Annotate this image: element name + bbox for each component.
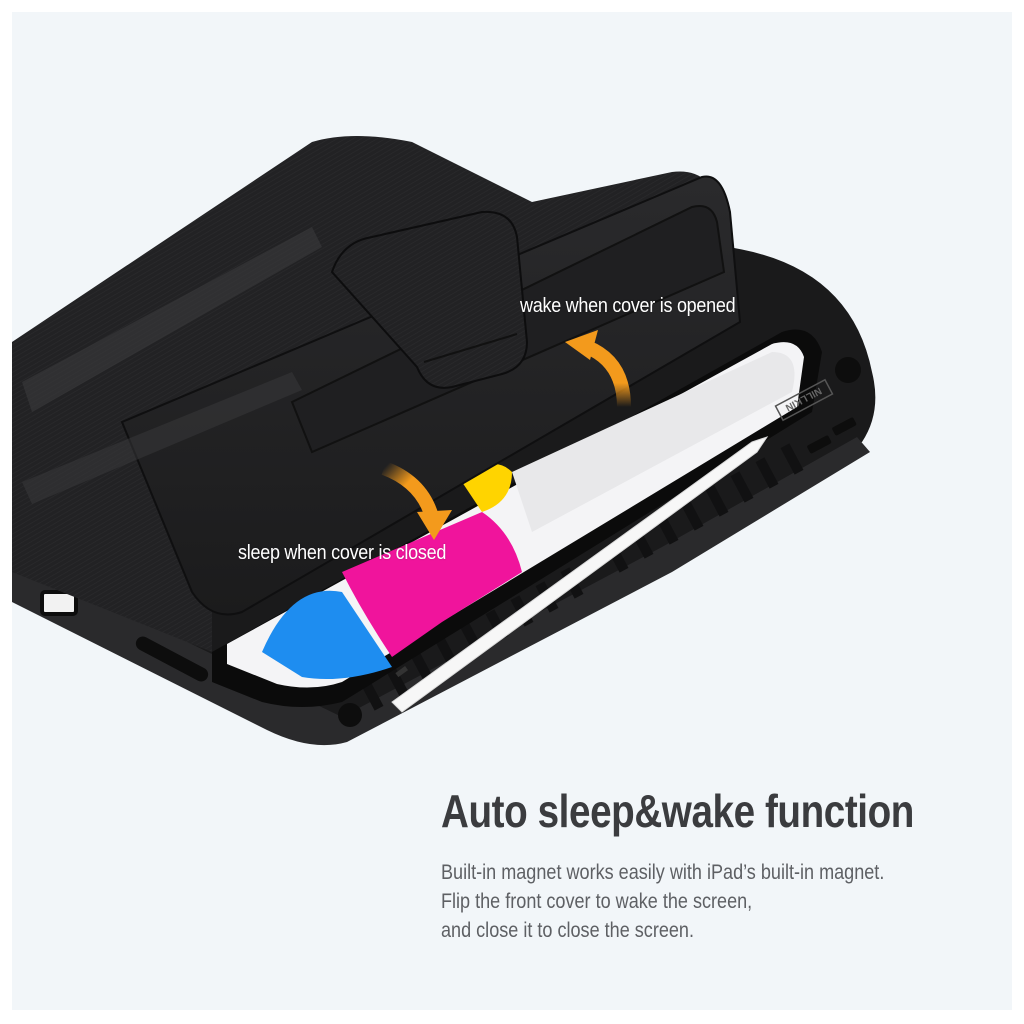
description-line: and close it to close the screen. <box>441 919 694 942</box>
pencil-strap <box>330 210 529 389</box>
product-illustration: NILLKIN <box>12 136 876 746</box>
feature-title: Auto sleep&wake function <box>441 785 914 837</box>
stylus-pencil <box>391 436 769 713</box>
arrow-down-curved-icon <box>381 461 452 540</box>
description-line: Flip the front cover to wake the screen, <box>441 890 753 913</box>
description-line: Built-in magnet works easily with iPad’s… <box>441 861 885 884</box>
ad-panel: NILLKIN wake when cover is opened sleep … <box>12 12 1012 1010</box>
feature-description: Built-in magnet works easily with iPad’s… <box>441 858 884 945</box>
wake-callout: wake when cover is opened <box>520 295 736 317</box>
sleep-callout: sleep when cover is closed <box>238 542 447 564</box>
port-cutout <box>40 590 78 616</box>
tablet-screen <box>212 329 822 707</box>
arrow-up-curved-icon <box>565 330 631 408</box>
front-cover <box>12 136 742 652</box>
